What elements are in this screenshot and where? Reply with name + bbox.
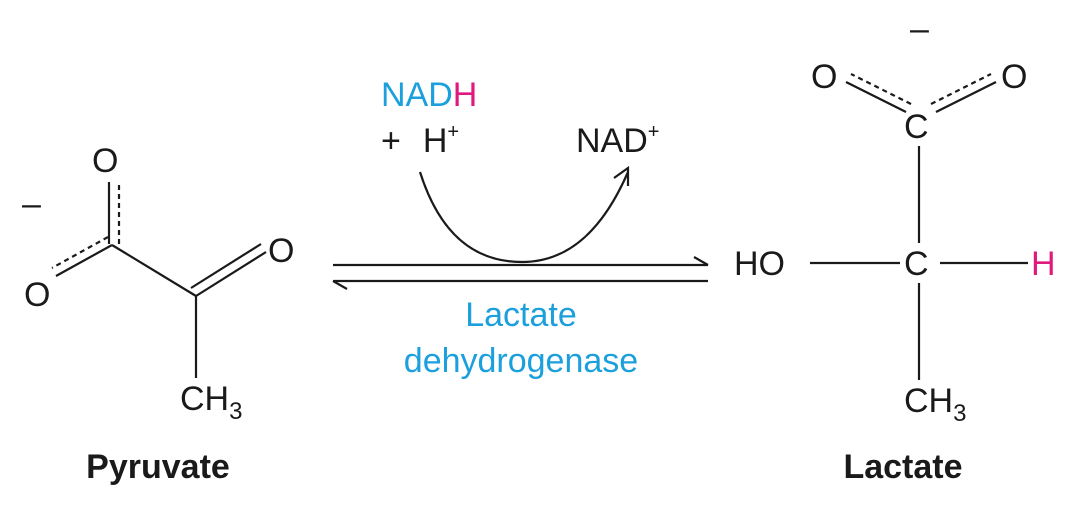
lactate-carboxyl-oxygen-left: O <box>811 58 837 96</box>
proton-label: +H+ <box>381 121 459 160</box>
lactate-bond-c-o-left-solid <box>845 81 907 113</box>
nad-label: NAD+ <box>576 121 659 160</box>
curved-arrow-path <box>418 171 630 264</box>
lactate-hydrogen: H <box>1031 245 1056 283</box>
lactate-hydroxyl: HO <box>734 245 785 283</box>
pyruvate-carboxyl-oxygen-top: O <box>92 142 118 180</box>
lactate-bond-c-o-right-solid <box>935 81 997 113</box>
nadh-label: NADH <box>381 76 477 114</box>
lactate-name: Lactate <box>843 448 962 486</box>
forward-arrow-head <box>693 256 709 266</box>
pyruvate-name: Pyruvate <box>86 448 230 486</box>
lactate-alpha-carbon: C <box>904 245 929 283</box>
pyruvate-ketone-oxygen: O <box>268 232 294 270</box>
pyruvate-carboxyl-oxygen-left: O <box>24 276 50 314</box>
reverse-arrow-head <box>332 280 348 290</box>
pyruvate-structure: – O O O CH3 <box>22 142 294 425</box>
lactate-methyl: CH3 <box>904 382 966 427</box>
lactate-structure: – O O C HO C H CH3 <box>734 10 1056 427</box>
curved-arrow-head <box>613 165 630 186</box>
pyruvate-bond-c1-c2 <box>111 244 197 297</box>
enzyme-name-line2: dehydrogenase <box>404 342 638 380</box>
pyruvate-bond-c1-o2-dashed <box>51 236 109 269</box>
lactate-charge: – <box>910 10 929 48</box>
pyruvate-bond-c2-o-b <box>190 243 262 289</box>
cofactor-curved-arrow <box>418 165 630 264</box>
lactate-bond-c-o-right-dashed <box>930 73 992 105</box>
pyruvate-bond-c2-o-a <box>195 251 267 297</box>
enzyme-name-line1: Lactate <box>465 296 577 334</box>
lactate-carboxyl-oxygen-right: O <box>1001 58 1027 96</box>
lactate-bond-c-o-left-dashed <box>850 73 912 105</box>
lactate-carboxyl-carbon: C <box>904 108 929 146</box>
pyruvate-methyl: CH3 <box>180 380 242 425</box>
pyruvate-bond-c1-o2-solid <box>55 244 113 277</box>
equilibrium-arrows <box>332 256 709 290</box>
pyruvate-charge: – <box>22 185 41 223</box>
